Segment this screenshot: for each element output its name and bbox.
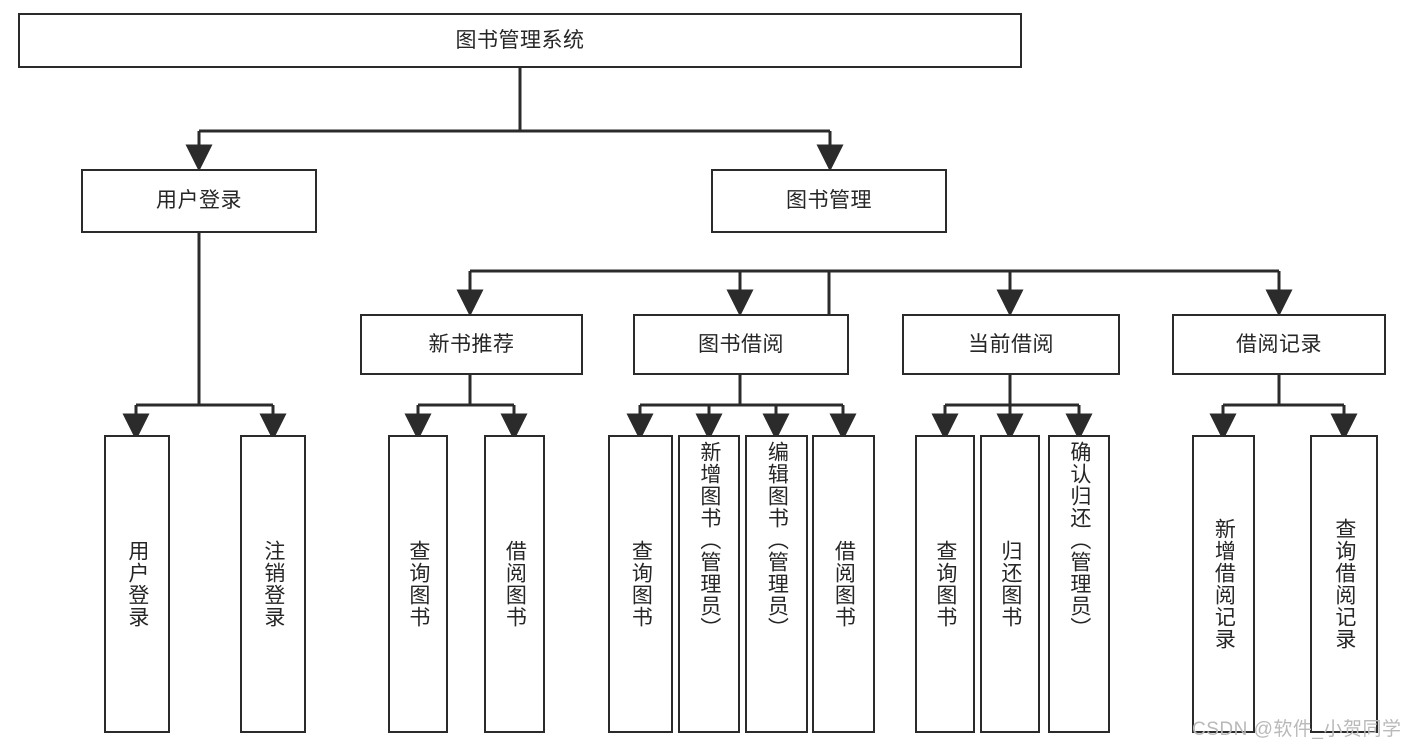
leaf-borrow-book[interactable]: 借阅图书	[812, 435, 875, 733]
node-label: 图书借阅	[698, 332, 784, 356]
leaf-edit-book-admin[interactable]: 编辑图书（管理员）	[745, 435, 808, 733]
watermark: CSDN @软件_小贺同学	[1192, 719, 1402, 740]
node-label: 查询图书	[406, 540, 430, 628]
node-label: 当前借阅	[968, 332, 1054, 356]
node-label: 查询图书	[629, 540, 653, 628]
node-label: 图书管理系统	[455, 28, 585, 52]
node-user-login[interactable]: 用户登录	[81, 169, 317, 233]
leaf-query-book-borrow[interactable]: 查询图书	[608, 435, 673, 733]
node-label: 编辑图书（管理员）	[765, 441, 789, 639]
node-label: 注销登录	[261, 540, 285, 628]
node-new-book-recommend[interactable]: 新书推荐	[360, 314, 583, 375]
node-label: 新书推荐	[428, 332, 515, 356]
node-label: 查询图书	[933, 540, 957, 628]
node-label: 用户登录	[156, 189, 242, 213]
node-root[interactable]: 图书管理系统	[18, 13, 1022, 68]
leaf-confirm-return-admin[interactable]: 确认归还（管理员）	[1048, 435, 1110, 733]
node-borrow-record[interactable]: 借阅记录	[1172, 314, 1386, 375]
node-label: 新增借阅记录	[1212, 518, 1236, 650]
node-current-borrow[interactable]: 当前借阅	[902, 314, 1120, 375]
node-label: 借阅记录	[1236, 332, 1322, 356]
leaf-add-book-admin[interactable]: 新增图书（管理员）	[678, 435, 740, 733]
node-label: 归还图书	[998, 540, 1022, 628]
leaf-query-book-current[interactable]: 查询图书	[915, 435, 975, 733]
leaf-logout[interactable]: 注销登录	[240, 435, 306, 733]
leaf-borrow-book-recommend[interactable]: 借阅图书	[484, 435, 545, 733]
node-label: 查询借阅记录	[1332, 518, 1356, 650]
node-label: 借阅图书	[832, 540, 856, 628]
leaf-query-borrow-record[interactable]: 查询借阅记录	[1310, 435, 1378, 733]
leaf-user-login[interactable]: 用户登录	[104, 435, 170, 733]
node-label: 确认归还（管理员）	[1067, 441, 1091, 639]
node-label: 用户登录	[125, 540, 149, 628]
node-label: 借阅图书	[503, 540, 527, 628]
node-label: 新增图书（管理员）	[697, 441, 721, 639]
leaf-add-borrow-record[interactable]: 新增借阅记录	[1192, 435, 1255, 733]
node-label: 图书管理	[786, 189, 872, 213]
node-book-management[interactable]: 图书管理	[711, 169, 947, 233]
leaf-return-book[interactable]: 归还图书	[980, 435, 1040, 733]
leaf-query-book-recommend[interactable]: 查询图书	[388, 435, 448, 733]
node-book-borrow[interactable]: 图书借阅	[633, 314, 849, 375]
